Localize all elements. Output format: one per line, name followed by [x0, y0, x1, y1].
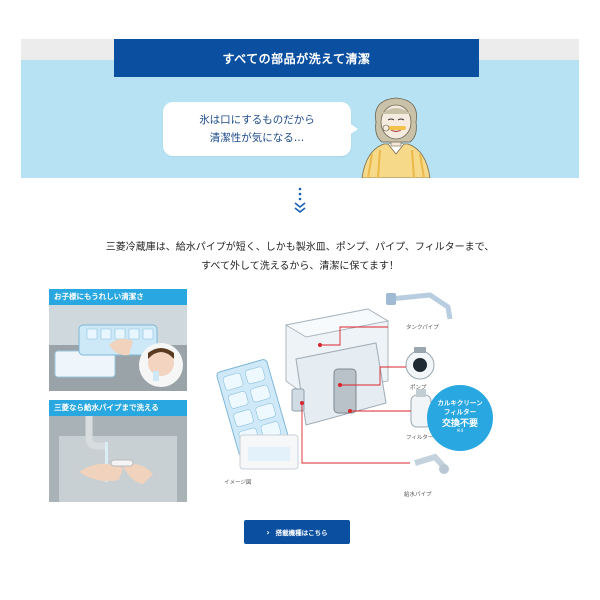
- badge-line-2: フィルター: [443, 408, 477, 416]
- parts-diagram: タンクパイプ ポンプ フィルター 給水パイプ イメージ図: [200, 285, 580, 500]
- bubble-tail: [349, 123, 358, 135]
- compatible-models-label: 搭載機種はこちら: [275, 529, 328, 537]
- parts-diagram-svg: [216, 292, 453, 474]
- badge-line-1: カルキクリーン: [437, 399, 483, 407]
- woman-illustration: [361, 97, 431, 178]
- label-image-note: イメージ図: [224, 480, 252, 486]
- bubble-line-1: 氷は口にするものだから: [199, 114, 315, 126]
- lead-line-2: すべて外して洗えるから、清潔に保てます！: [201, 261, 399, 272]
- label-filter: フィルター: [406, 435, 434, 441]
- badge-line-3: 交換不要: [441, 419, 478, 429]
- photo-label-pipe: 三菱なら給水パイプまで洗える: [49, 400, 187, 416]
- compatible-models-button[interactable]: › 搭載機種はこちら: [244, 520, 350, 544]
- bubble-line-2: 清潔性が気になる…: [209, 132, 305, 144]
- section-title: すべての部品が洗えて清潔: [114, 39, 479, 77]
- ice-tray: [216, 359, 290, 458]
- label-pump: ポンプ: [410, 385, 427, 391]
- photo-kids-ice-tray: [49, 305, 187, 391]
- scroll-down-icon: [294, 187, 306, 214]
- photo-label-kids: お子様にもうれしい清潔さ: [49, 289, 187, 305]
- photo-washing-pipe: [49, 416, 187, 502]
- label-tank-pipe: タンクパイプ: [406, 325, 439, 331]
- label-supply-pipe: 給水パイプ: [404, 492, 432, 498]
- filter-badge: カルキクリーン フィルター 交換不要 ※4: [427, 385, 493, 451]
- chevron-right-icon: ›: [266, 527, 270, 537]
- badge-note: ※4: [456, 429, 464, 434]
- lead-line-1: 三菱冷蔵庫は、給水パイプが短く、しかも製氷皿、ポンプ、パイプ、フィルターまで、: [105, 242, 495, 253]
- speech-bubble: 氷は口にするものだから 清潔性が気になる…: [163, 102, 351, 156]
